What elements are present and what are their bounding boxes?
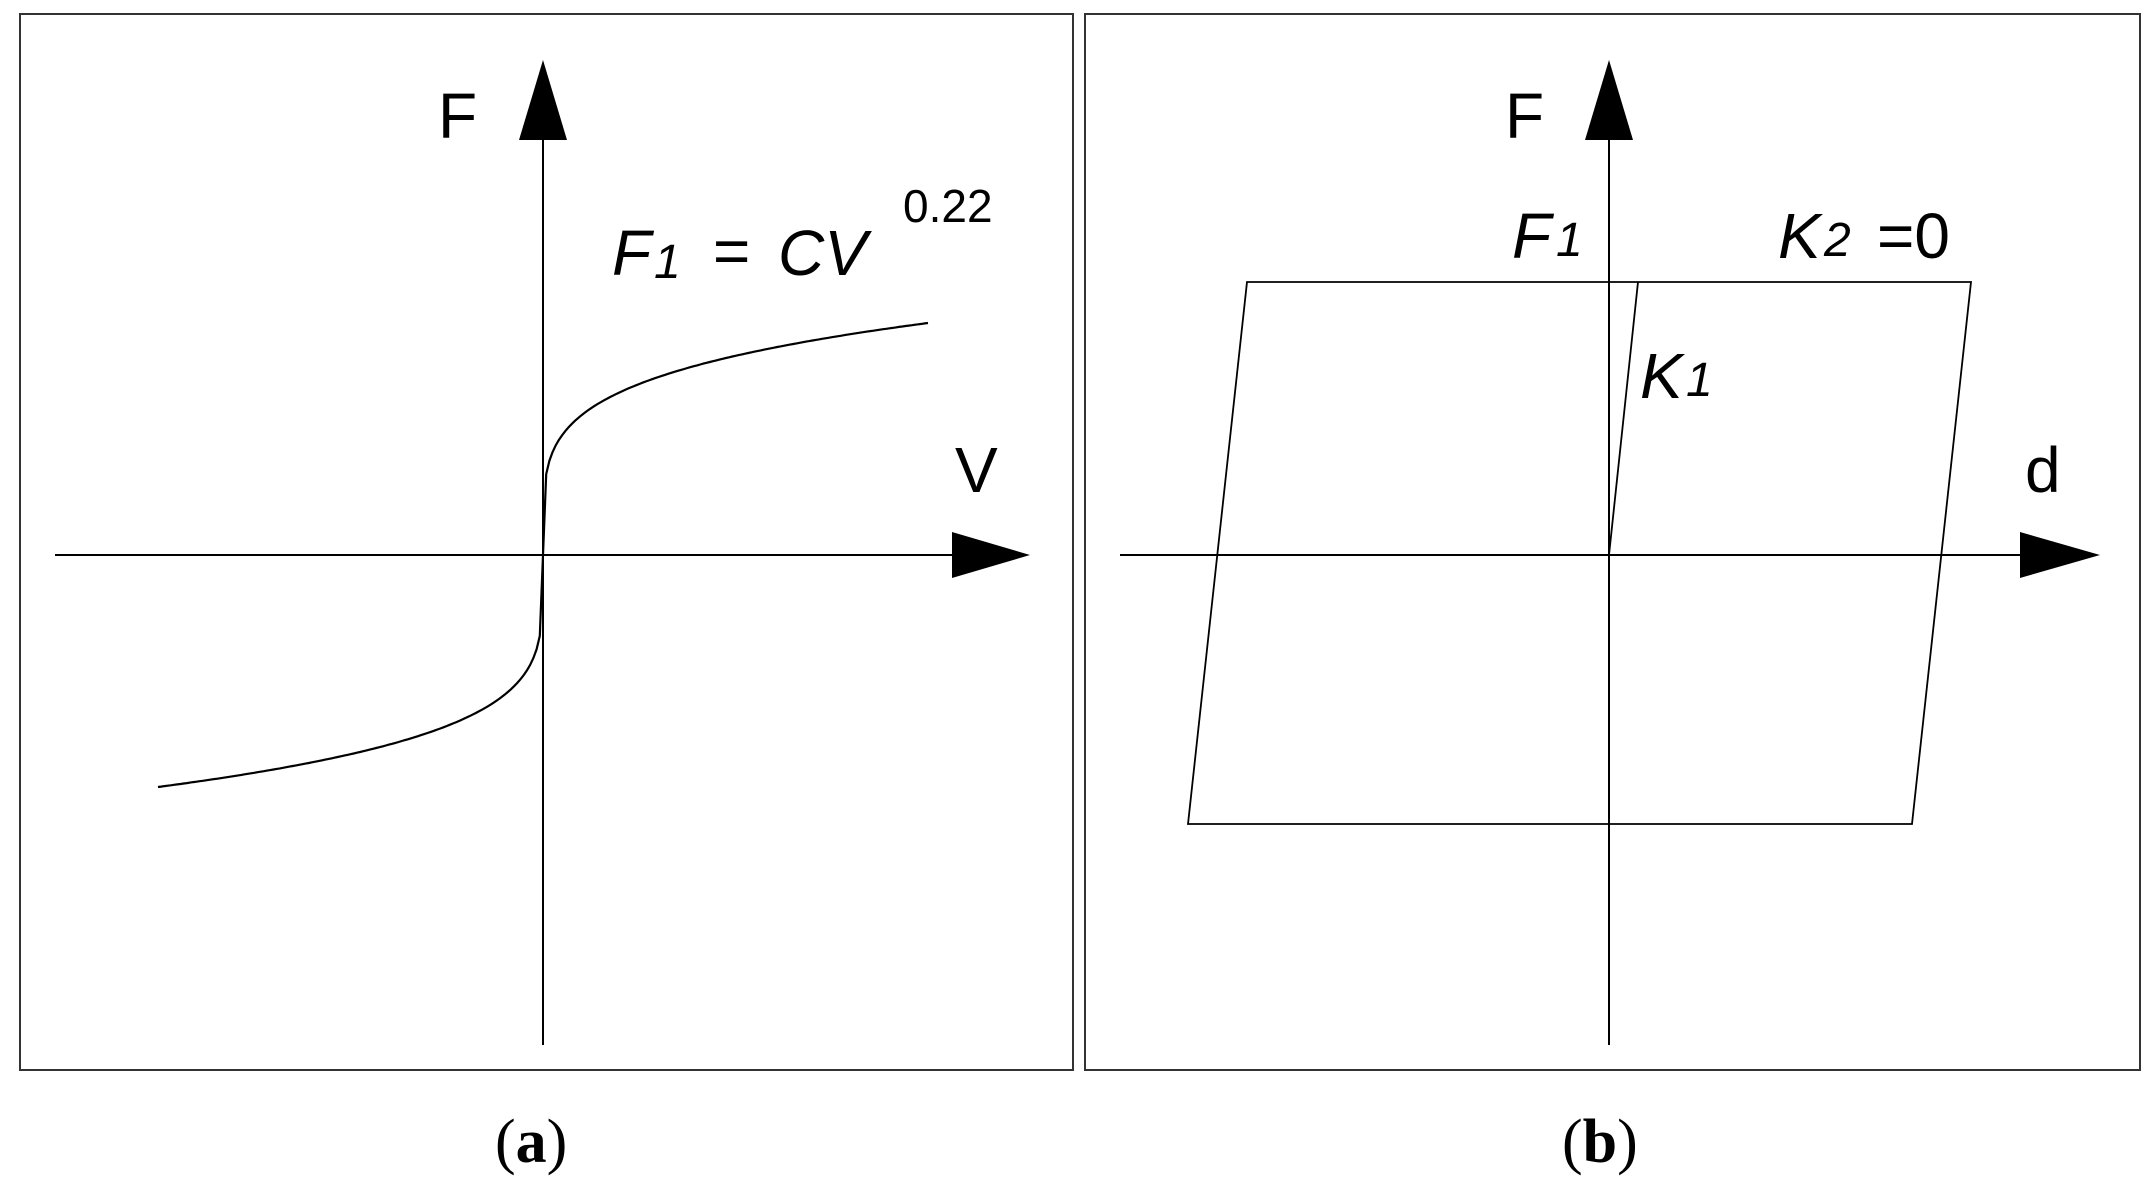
- panel-a-y-axis-label: F: [438, 80, 477, 152]
- panel-a-caption-close: ): [547, 1108, 568, 1176]
- panel-b-y-axis-label: F: [1505, 80, 1544, 152]
- panel-b: F d F 1 K 2 =0 K 1 (b): [1084, 13, 2141, 1176]
- equation-operator: =: [712, 215, 749, 287]
- panel-b-x-axis-label: d: [2025, 434, 2061, 506]
- panel-a-y-arrow-icon: [519, 60, 567, 140]
- force-label-letter: F: [1512, 200, 1555, 272]
- panel-b-force-label: F 1: [1512, 200, 1583, 272]
- panel-a-caption-letter: a: [516, 1108, 547, 1176]
- panel-a: F V F 1 = CV 0.22 (a): [19, 13, 1074, 1176]
- panel-a-frame: [19, 13, 1074, 1071]
- panel-b-caption-open: (: [1562, 1108, 1583, 1176]
- panel-b-k1-label: K 1: [1640, 340, 1713, 412]
- panel-a-caption: (a): [495, 1108, 567, 1176]
- panel-b-k2-label: K 2 =0: [1778, 200, 1950, 272]
- panel-a-equation: F 1 = CV 0.22: [612, 180, 993, 289]
- equation-rhs: CV: [778, 217, 872, 289]
- panel-b-y-arrow-icon: [1585, 60, 1633, 140]
- panel-b-caption-letter: b: [1583, 1108, 1617, 1176]
- panel-b-hysteresis-loop: [1186, 281, 1973, 825]
- k2-subscript: 2: [1823, 214, 1851, 267]
- panel-b-frame: [1084, 13, 2141, 1071]
- equation-lhs-subscript: 1: [654, 236, 681, 289]
- panel-a-x-axis-label: V: [955, 434, 998, 506]
- panel-a-caption-open: (: [495, 1108, 516, 1176]
- equation-lhs: F: [612, 217, 655, 289]
- panel-a-force-velocity-curve: [157, 321, 929, 789]
- panel-a-x-arrow-icon: [952, 532, 1030, 578]
- panel-b-x-arrow-icon: [2020, 532, 2100, 578]
- k1-letter: K: [1640, 340, 1686, 412]
- k1-subscript: 1: [1686, 354, 1713, 407]
- k2-letter: K: [1778, 200, 1824, 272]
- k2-value: =0: [1877, 200, 1950, 272]
- force-label-subscript: 1: [1556, 214, 1583, 267]
- panel-b-caption-close: ): [1617, 1108, 1638, 1176]
- panel-b-k1-line: [1608, 281, 1639, 556]
- panel-b-caption: (b): [1562, 1108, 1638, 1176]
- equation-exponent: 0.22: [903, 180, 993, 232]
